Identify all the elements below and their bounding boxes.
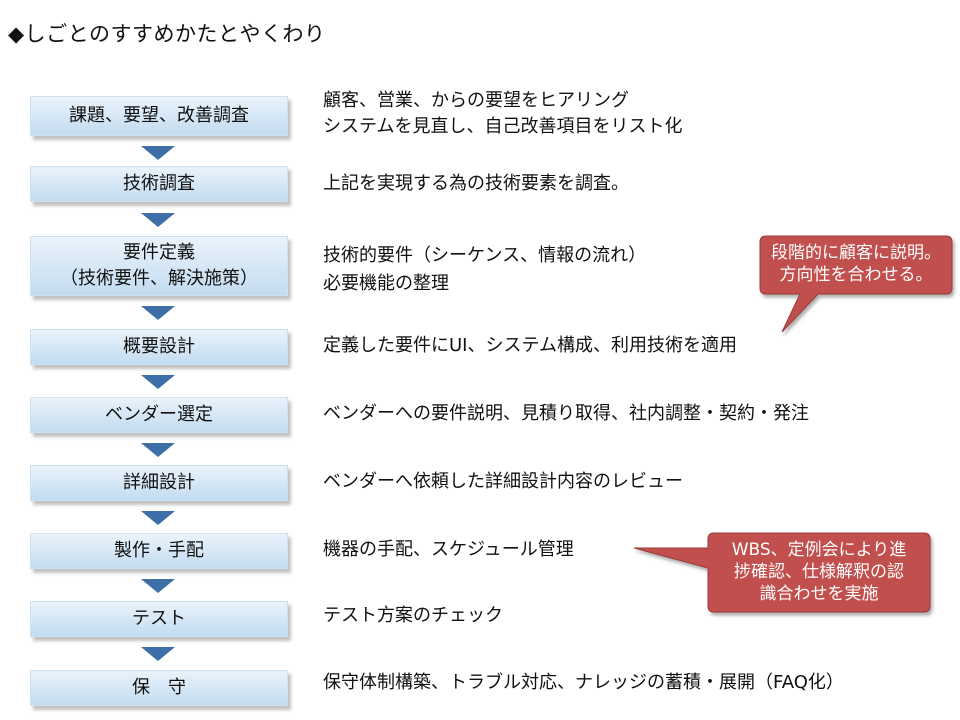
flow-arrow-down-icon [141, 443, 175, 457]
description-line: テスト方案のチェック [323, 605, 503, 626]
flow-arrow-down-icon [141, 146, 175, 160]
step-description: ベンダーへ依頼した詳細設計内容のレビュー [323, 469, 683, 495]
callout-line: 識合わせを実施 [759, 584, 879, 604]
step-box-requirements-survey: 課題、要望、改善調査 [30, 96, 288, 136]
step-label: 保 守 [132, 677, 186, 698]
step-description: 定義した要件にUI、システム構成、利用技術を適用 [323, 333, 737, 359]
step-box-tech-research: 技術調査 [30, 166, 288, 202]
callout-bubble-2 [633, 532, 931, 613]
step-label: ベンダー選定 [105, 404, 213, 425]
step-box-requirements-definition: 要件定義 （技術要件、解決施策） [30, 236, 288, 296]
step-box-detailed-design: 詳細設計 [30, 465, 288, 501]
step-description: ベンダーへの要件説明、見積り取得、社内調整・契約・発注 [323, 401, 809, 427]
step-description: 技術的要件（シーケンス、情報の流れ） 必要機能の整理 [323, 242, 646, 298]
step-label: 詳細設計 [123, 472, 195, 493]
step-label: テスト [132, 608, 186, 629]
step-description: 機器の手配、スケジュール管理 [323, 537, 574, 563]
description-line: 技術的要件（シーケンス、情報の流れ） [323, 245, 647, 266]
step-label: 概要設計 [123, 336, 195, 357]
flow-arrow-down-icon [141, 375, 175, 389]
flow-arrow-down-icon [141, 306, 175, 320]
page-title: ◆しごとのすすめかたとやくわり [8, 22, 326, 46]
description-line: 顧客、営業、からの要望をヒアリング [323, 90, 629, 111]
description-line: ベンダーへ依頼した詳細設計内容のレビュー [323, 471, 683, 492]
flow-arrow-down-icon [141, 511, 175, 525]
callout-line: WBS、定例会により進 [731, 540, 907, 560]
callout-line: 方向性を合わせる。 [779, 265, 933, 285]
step-label: 課題、要望、改善調査 [69, 105, 249, 126]
description-line: システムを見直し、自己改善項目をリスト化 [323, 116, 683, 137]
description-line: ベンダーへの要件説明、見積り取得、社内調整・契約・発注 [323, 403, 809, 424]
step-label: 要件定義 [123, 242, 195, 263]
description-line: 保守体制構築、トラブル対応、ナレッジの蓄積・展開（FAQ化） [323, 672, 844, 693]
callout-text-customer: 段階的に顧客に説明。 方向性を合わせる。 [760, 242, 952, 286]
step-description: 保守体制構築、トラブル対応、ナレッジの蓄積・展開（FAQ化） [323, 670, 844, 696]
callout-bubble-1 [759, 235, 953, 333]
step-box-test: テスト [30, 601, 288, 637]
step-box-vendor-selection: ベンダー選定 [30, 397, 288, 433]
step-box-basic-design: 概要設計 [30, 329, 288, 365]
flow-arrow-down-icon [141, 647, 175, 661]
step-label: 製作・手配 [114, 540, 204, 561]
step-description: 顧客、営業、からの要望をヒアリング システムを見直し、自己改善項目をリスト化 [323, 88, 682, 140]
step-label-sub: （技術要件、解決施策） [60, 268, 258, 289]
step-label: 技術調査 [123, 173, 195, 194]
description-line: 機器の手配、スケジュール管理 [323, 539, 574, 560]
step-box-maintenance: 保 守 [30, 670, 288, 706]
description-line: 必要機能の整理 [323, 273, 449, 294]
callout-text-wbs: WBS、定例会により進 捗確認、仕様解釈の認 識合わせを実施 [708, 539, 930, 605]
callout-line: 段階的に顧客に説明。 [771, 243, 941, 263]
callout-line: 捗確認、仕様解釈の認 [734, 562, 904, 582]
step-description: 上記を実現する為の技術要素を調査。 [323, 171, 629, 197]
description-line: 上記を実現する為の技術要素を調査。 [323, 173, 629, 194]
step-description: テスト方案のチェック [323, 603, 503, 629]
flow-arrow-down-icon [141, 213, 175, 227]
flow-arrow-down-icon [141, 579, 175, 593]
description-line: 定義した要件にUI、システム構成、利用技術を適用 [323, 335, 737, 356]
step-box-production: 製作・手配 [30, 533, 288, 569]
